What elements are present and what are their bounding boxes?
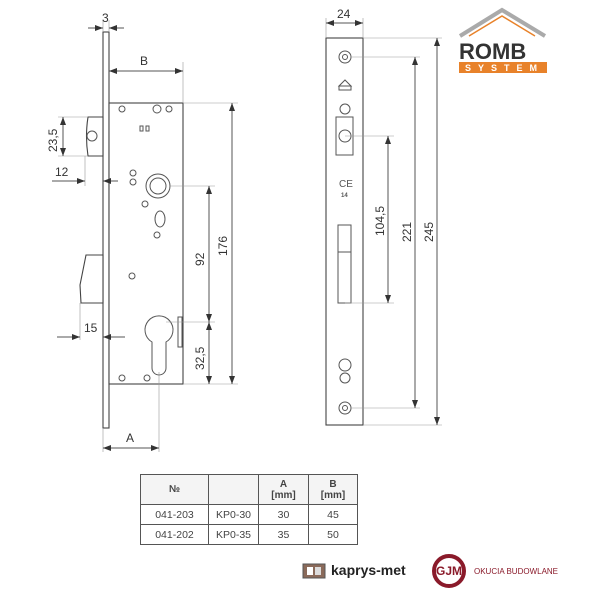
kaprys-met-logo: kaprys-met [331, 562, 406, 578]
front-view: CE 14 24 104,5 221 245 [325, 7, 442, 426]
side-view: 3 B 23,5 12 15 92 32,5 176 A [46, 11, 238, 452]
svg-text:SYSTEM: SYSTEM [465, 63, 544, 73]
dim-23-5: 23,5 [46, 128, 60, 152]
cell-a: 30 [258, 504, 309, 525]
cell-model: KP0-30 [208, 504, 259, 525]
screws [118, 104, 173, 382]
faceplate [102, 31, 110, 429]
gjm-tagline: OKUCIA BUDOWLANE [474, 566, 559, 576]
gjm-logo: GJM OKUCIA BUDOWLANE [432, 554, 558, 588]
header-b: B[mm] [308, 474, 358, 505]
header-model [208, 474, 259, 505]
cell-number: 041-202 [140, 524, 209, 545]
dim-12: 12 [55, 165, 69, 179]
ce-number: 14 [341, 193, 348, 199]
dim-92: 92 [193, 252, 207, 266]
latch [85, 116, 104, 157]
cell-b: 50 [308, 524, 358, 545]
header-number: № [140, 474, 209, 505]
gjm-mark: GJM [432, 554, 466, 588]
deadbolt [79, 254, 104, 304]
ce-mark: CE [339, 179, 353, 190]
dim-a: A [126, 431, 134, 445]
kaprys-icon [302, 563, 326, 579]
dim-104-5: 104,5 [373, 206, 387, 236]
cylinder-hole [144, 315, 174, 376]
dim-176: 176 [216, 236, 230, 256]
cell-a: 35 [258, 524, 309, 545]
cell-number: 041-203 [140, 504, 209, 525]
header-a: A[mm] [258, 474, 309, 505]
cell-b: 45 [308, 504, 358, 525]
dim-221: 221 [400, 222, 414, 242]
cell-model: KP0-35 [208, 524, 259, 545]
front-faceplate [325, 37, 364, 426]
dim-32-5: 32,5 [193, 346, 207, 370]
dim-3: 3 [102, 11, 109, 25]
dim-b: B [140, 54, 148, 68]
svg-text:ROMB: ROMB [459, 39, 526, 64]
latch-window [335, 116, 354, 156]
lock-case [108, 102, 184, 385]
bolt-window [337, 224, 352, 304]
dim-245: 245 [422, 222, 436, 242]
dim-24: 24 [337, 7, 351, 21]
romb-system-logo: ROMB SYSTEM [458, 7, 547, 73]
dim-15: 15 [84, 321, 98, 335]
